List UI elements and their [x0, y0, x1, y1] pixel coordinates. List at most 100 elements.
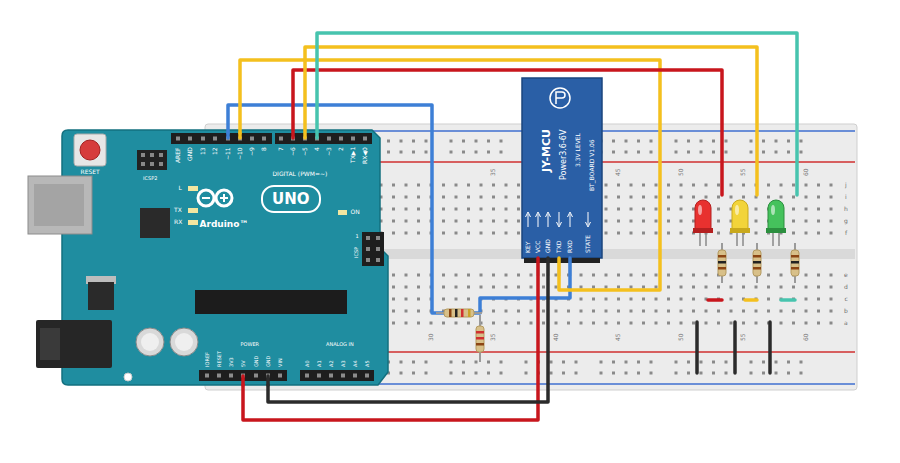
header-pin [376, 258, 380, 262]
breadboard-hole [592, 298, 595, 301]
header-pin [363, 137, 367, 141]
breadboard-hole [617, 286, 620, 289]
breadboard-index: e [844, 272, 848, 278]
breadboard-hole [492, 184, 495, 187]
breadboard-hole [655, 196, 658, 199]
breadboard-index: g [844, 218, 848, 224]
breadboard-hole [392, 184, 395, 187]
pin-header [300, 370, 374, 381]
breadboard-hole [800, 140, 803, 143]
pin-arrow [586, 212, 591, 227]
jumper-wire [240, 60, 660, 290]
breadboard-hole [592, 322, 595, 325]
breadboard-hole [730, 274, 733, 277]
breadboard-hole [780, 310, 783, 313]
led-group [730, 200, 761, 283]
breadboard-hole [680, 298, 683, 301]
breadboard-hole [630, 322, 633, 325]
breadboard-hole [505, 220, 508, 223]
breadboard-hole [530, 286, 533, 289]
breadboard-hole [500, 361, 503, 364]
breadboard-hole [637, 140, 640, 143]
breadboard-hole [580, 274, 583, 277]
breadboard-hole [830, 184, 833, 187]
breadboard-hole [392, 310, 395, 313]
led-leg [772, 232, 774, 246]
board-label: ~6 [290, 147, 296, 156]
breadboard-hole [612, 372, 615, 375]
board-label: POWER [241, 342, 260, 347]
breadboard-hole [580, 310, 583, 313]
breadboard-hole [630, 310, 633, 313]
board-label: ICSP [354, 246, 359, 257]
resistor-symbol [444, 309, 474, 317]
breadboard-hole [475, 140, 478, 143]
header-pin [305, 374, 309, 378]
breadboard-hole [462, 361, 465, 364]
breadboard-hole [655, 310, 658, 313]
breadboard-hole [600, 372, 603, 375]
board-label: ON [351, 209, 360, 215]
breadboard-hole [405, 184, 408, 187]
breadboard-hole [442, 322, 445, 325]
resistor-band [476, 343, 484, 346]
breadboard-hole [500, 151, 503, 154]
resistor-band [455, 309, 458, 317]
breadboard-index: i [845, 194, 847, 200]
breadboard-hole [755, 232, 758, 235]
breadboard-hole [517, 310, 520, 313]
header-pin [254, 374, 258, 378]
led-symbol [732, 200, 748, 232]
led-leg [742, 232, 744, 246]
board-label: RESET [217, 351, 222, 367]
breadboard-hole [800, 372, 803, 375]
module-label: KEY [525, 242, 531, 253]
header-pin [213, 137, 217, 141]
led-leg [736, 232, 738, 246]
breadboard-hole [555, 274, 558, 277]
breadboard-hole [405, 232, 408, 235]
breadboard-hole [625, 140, 628, 143]
breadboard-hole [730, 322, 733, 325]
breadboard-hole [500, 140, 503, 143]
breadboard-hole [642, 286, 645, 289]
breadboard-hole [517, 208, 520, 211]
breadboard-hole [450, 140, 453, 143]
breadboard-hole [617, 322, 620, 325]
breadboard-hole [650, 151, 653, 154]
breadboard-hole [462, 140, 465, 143]
breadboard-hole [530, 322, 533, 325]
breadboard-hole [467, 220, 470, 223]
module-label: 3.3V LEVEL [575, 133, 581, 167]
breadboard-hole [562, 361, 565, 364]
breadboard-hole [800, 151, 803, 154]
breadboard-hole [480, 208, 483, 211]
breadboard-hole [605, 220, 608, 223]
breadboard-hole [467, 184, 470, 187]
breadboard-hole [725, 361, 728, 364]
jumper-wire [238, 133, 242, 138]
breadboard-hole [630, 232, 633, 235]
arduino-logo [223, 194, 225, 202]
breadboard-hole [817, 322, 820, 325]
breadboard-hole [387, 140, 390, 143]
breadboard-hole [467, 208, 470, 211]
status-led [188, 208, 198, 213]
breadboard-hole [505, 232, 508, 235]
led-highlight [771, 205, 775, 215]
led-symbol [695, 200, 711, 232]
breadboard-index: 40 [553, 333, 559, 341]
breadboard-hole [505, 322, 508, 325]
led-highlight [698, 205, 702, 215]
breadboard-hole [667, 184, 670, 187]
breadboard-hole [725, 140, 728, 143]
breadboard-index: 35 [490, 168, 496, 176]
jumper-wire [305, 47, 757, 195]
breadboard-hole [462, 151, 465, 154]
module-label: STATE [585, 235, 591, 253]
breadboard-hole [517, 196, 520, 199]
breadboard-hole [605, 322, 608, 325]
breadboard-hole [630, 184, 633, 187]
jumper-wire [268, 258, 548, 402]
